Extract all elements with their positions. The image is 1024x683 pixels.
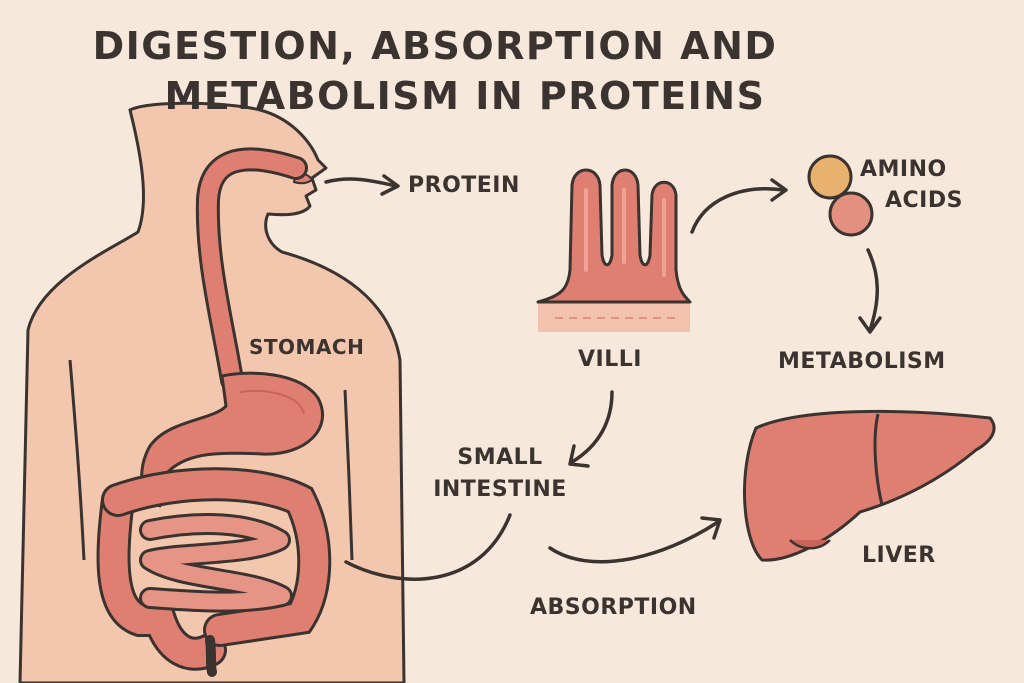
- arrow-villi-to-amino: [690, 187, 786, 234]
- label-liver: LIVER: [862, 543, 936, 568]
- label-metabolism: METABOLISM: [778, 349, 946, 374]
- label-small: SMALL: [457, 445, 543, 470]
- stomach-organ: [140, 371, 325, 508]
- amino-acid-circle-2: [828, 191, 874, 237]
- arrow-absorption-to-liver: [548, 520, 720, 564]
- villi-illustration: [536, 168, 692, 332]
- title-line-2: METABOLISM IN PROTEINS: [164, 74, 766, 118]
- liver-organ: [743, 409, 996, 562]
- label-absorption: ABSORPTION: [530, 595, 697, 620]
- arm-line-left: [68, 359, 86, 561]
- curve-body-to-intestine: [344, 513, 512, 581]
- label-amino-line-1: AMINO: [860, 157, 947, 182]
- arrow-amino-to-metabolism: [866, 248, 879, 332]
- label-amino-line-2: ACIDS: [885, 188, 963, 213]
- arm-line-right: [343, 389, 354, 561]
- arrow-mouth-to-protein: [324, 177, 398, 188]
- title-line-1: DIGESTION, ABSORPTION AND: [92, 24, 778, 68]
- label-intestine: INTESTINE: [433, 477, 567, 502]
- label-stomach: STOMACH: [249, 335, 365, 359]
- amino-acid-circle-1: [807, 154, 853, 200]
- label-protein: PROTEIN: [408, 173, 520, 198]
- intestines: [96, 467, 332, 677]
- arrow-villi-to-intestine: [570, 390, 614, 464]
- label-villi: VILLI: [578, 347, 642, 372]
